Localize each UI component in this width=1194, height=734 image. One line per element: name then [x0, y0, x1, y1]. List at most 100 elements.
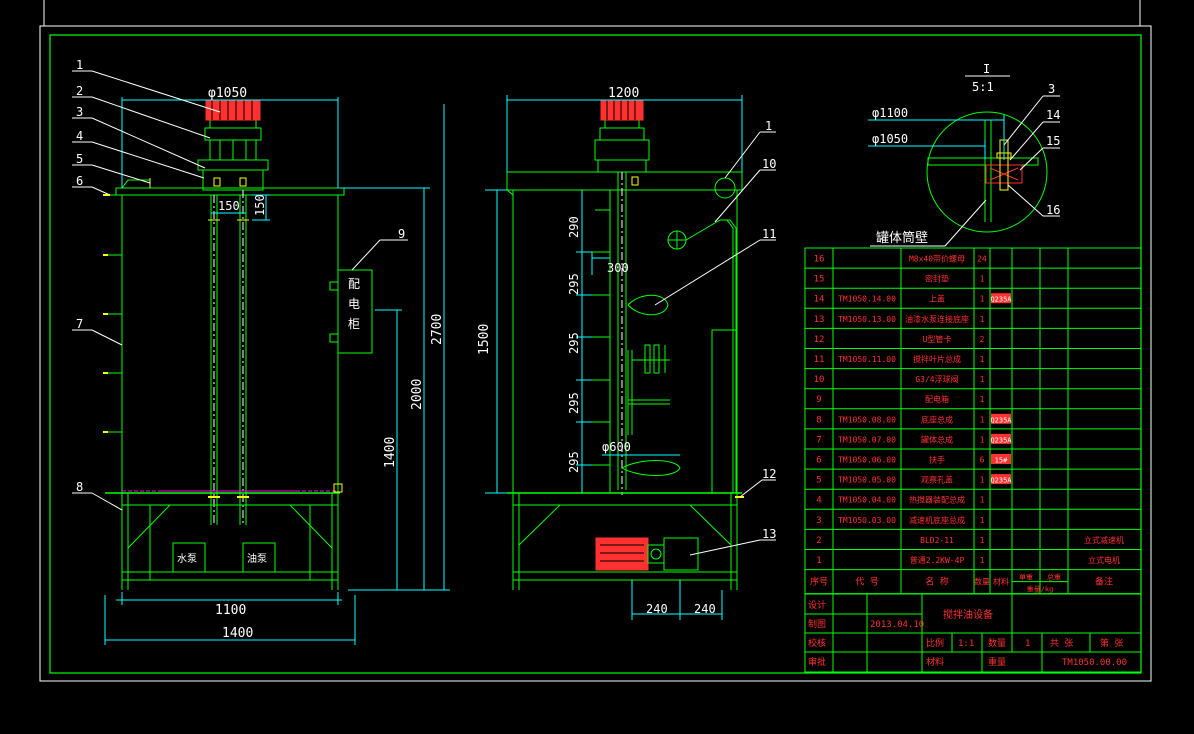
cabinet-label-2: 电 [348, 297, 360, 311]
sheet-border [39, 25, 1152, 682]
parts-row-code: TM1050.08.00 [838, 415, 896, 424]
detail-dim-1100: φ1100 [872, 106, 908, 120]
balloon-front-8: 8 [76, 480, 83, 494]
dim-side-height-1500: 1500 [477, 324, 492, 355]
parts-row-name: 扶手 [929, 455, 945, 465]
parts-row-name: G3/4浮球阀 [915, 374, 958, 384]
tb-sheets: 共 张 [1050, 638, 1073, 649]
parts-row-qty: 2 [980, 335, 985, 344]
side-view-leaders [654, 131, 776, 556]
dim-side-spacing-3: 295 [567, 332, 581, 354]
material-highlight [991, 293, 1011, 304]
parts-row-name: 上盖 [929, 294, 945, 304]
parts-row-material: Q235A [990, 436, 1012, 444]
balloon-detail-3: 3 [1048, 82, 1055, 96]
parts-row-no: 7 [816, 435, 821, 445]
parts-row-code: TM1050.11.00 [838, 355, 896, 364]
parts-row-name: 热搅器装配总成 [909, 495, 965, 505]
parts-row-no: 3 [816, 516, 821, 526]
parts-row-note: 立式电机 [1088, 555, 1120, 565]
balloon-side-1: 1 [765, 119, 772, 133]
parts-row-no: 11 [814, 355, 825, 365]
parts-header-total-weight: 总重 [1047, 573, 1061, 582]
parts-row-qty: 1 [980, 295, 985, 304]
balloon-front-4: 4 [76, 129, 83, 143]
detail-title: I [983, 62, 990, 76]
parts-row-no: 14 [814, 295, 825, 305]
parts-row-qty: 1 [980, 536, 985, 545]
balloon-front-6: 6 [76, 174, 83, 188]
parts-row-qty: 1 [980, 476, 985, 485]
parts-header-name: 名 称 [925, 576, 948, 588]
parts-row-code: TM1050.03.00 [838, 516, 896, 525]
dim-front-height-2000: 2000 [410, 379, 425, 410]
parts-row-material: Q235A [990, 416, 1012, 424]
dim-side-spacing-2: 295 [567, 273, 581, 295]
dim-front-top-diameter: φ1050 [208, 86, 247, 101]
parts-header-weight-unit: 重量/kg [1027, 586, 1054, 594]
parts-row-name: M8x40带价螺母 [909, 254, 965, 264]
parts-row-qty: 1 [980, 395, 985, 404]
pump-water-label: 水泵 [177, 553, 197, 565]
parts-row-qty: 1 [980, 435, 985, 444]
parts-header-code: 代 号 [855, 577, 878, 588]
tb-scale-value: 1:1 [958, 639, 974, 649]
detail-view [868, 75, 1060, 247]
parts-row-name: 底座总成 [921, 414, 953, 424]
parts-row-material: Q235A [990, 296, 1012, 304]
parts-row-name: 罐体总成 [921, 434, 953, 444]
dim-side-arm-300: 300 [607, 261, 629, 275]
tb-qty-value: 1 [1025, 639, 1030, 649]
parts-row-qty: 24 [977, 255, 987, 264]
detail-dim-1050: φ1050 [872, 132, 908, 146]
balloon-detail-14: 14 [1046, 108, 1060, 122]
dim-front-shaft-gap: 150 [218, 199, 240, 213]
balloon-side-13: 13 [762, 527, 776, 541]
parts-row-code: TM1050.13.00 [838, 315, 896, 324]
parts-row-code: TM1050.05.00 [838, 476, 896, 485]
tb-sheet: 第 张 [1100, 637, 1123, 649]
parts-row-qty: 1 [980, 496, 985, 505]
parts-row-no: 1 [816, 556, 821, 566]
dim-side-spacing-5: 295 [567, 451, 581, 473]
tb-design: 设计 [808, 599, 826, 611]
parts-row-material: 15# [995, 457, 1008, 465]
parts-row-name: 观察孔盖 [921, 475, 953, 485]
parts-row-no: 4 [816, 496, 821, 506]
parts-row-no: 13 [814, 315, 825, 325]
parts-header-material: 材料 [993, 577, 1009, 587]
tb-draw: 制图 [808, 618, 826, 630]
dim-front-height-total: 2700 [430, 314, 445, 345]
dim-side-diameter-600: φ600 [602, 440, 631, 454]
tb-approve: 审批 [808, 656, 826, 668]
parts-row-no: 12 [814, 335, 825, 345]
balloon-front-7: 7 [76, 317, 83, 331]
dim-front-width-1400: 1400 [222, 626, 253, 641]
parts-row-name: 搅拌叶片总成 [913, 354, 961, 364]
dim-front-height-1400: 1400 [383, 437, 398, 468]
parts-row-no: 9 [816, 395, 821, 405]
tb-qty-label: 数量 [988, 637, 1006, 649]
material-highlight [991, 474, 1011, 485]
dim-side-spacing-1: 290 [567, 216, 581, 238]
balloon-side-11: 11 [762, 227, 776, 241]
balloon-front-1: 1 [76, 58, 83, 72]
tb-weight-label: 重量 [988, 656, 1006, 668]
balloon-front-5: 5 [76, 152, 83, 166]
side-view-dims [485, 95, 743, 620]
balloon-side-12: 12 [762, 467, 776, 481]
parts-header-note: 备注 [1095, 576, 1113, 588]
parts-row-code: TM1050.04.00 [838, 496, 896, 505]
detail-scale: 5:1 [972, 80, 994, 94]
parts-row-qty: 1 [980, 375, 985, 384]
balloon-front-2: 2 [76, 84, 83, 98]
parts-row-qty: 6 [980, 456, 985, 465]
material-highlight [991, 454, 1011, 464]
parts-row-qty: 1 [980, 355, 985, 364]
balloon-front-9: 9 [398, 227, 405, 241]
parts-row-name: 减速机底座总成 [909, 515, 965, 525]
tb-scale-label: 比例 [926, 637, 944, 649]
cabinet-label-3: 柜 [348, 317, 360, 331]
